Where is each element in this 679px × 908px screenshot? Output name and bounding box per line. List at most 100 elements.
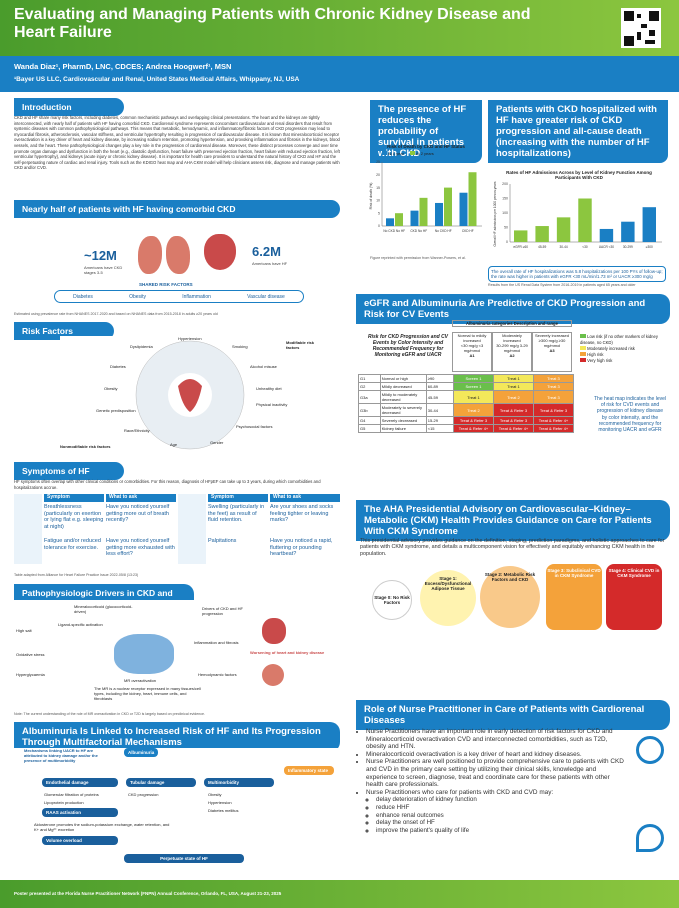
y-axis-label: Overall HF admissions per 1000 person-ye… bbox=[493, 181, 497, 246]
nurse-sub: reduce HHF bbox=[376, 804, 628, 812]
intro-text: CKD and HF share many risk factors, incl… bbox=[14, 115, 340, 171]
nurse-bullet: Mineralocorticoid overactivation is a ke… bbox=[366, 751, 628, 759]
a1-col: Normal to mildly increased<30 mg/g <3 mg… bbox=[452, 332, 492, 372]
y-axis-label: Risk of death (%) bbox=[369, 183, 373, 210]
x-tick-label: 30-44 bbox=[559, 245, 567, 249]
bar bbox=[621, 221, 635, 242]
hosp-chart-panel: Rates of HF Admissions Across by Level o… bbox=[490, 170, 666, 266]
bar bbox=[386, 218, 394, 226]
y-tick-label: 0 bbox=[378, 224, 380, 228]
heatmap-label: Severely decreased bbox=[379, 416, 427, 425]
legend-moderate: Moderately increased risk bbox=[580, 346, 668, 352]
heatmap-label: G3b bbox=[358, 403, 381, 417]
bar bbox=[642, 207, 656, 242]
patho-label: Drivers of CKD and HF progression bbox=[202, 606, 243, 616]
bar bbox=[444, 187, 452, 226]
symptom-cell: Breathlessness (particularly on exertion… bbox=[44, 504, 104, 530]
bar bbox=[578, 198, 592, 242]
hosp-note: Results from the US Renal Data System fr… bbox=[488, 283, 636, 287]
rf-race: Race/Ethnicity bbox=[124, 428, 150, 433]
rf-alcohol: Alcohol misuse bbox=[250, 364, 277, 369]
patho-label: Hyperglycaemia bbox=[16, 672, 45, 677]
albuminuria-pill: Albuminuria bbox=[124, 748, 159, 757]
heatmap-cell: Treat 3 bbox=[533, 390, 574, 404]
presence-chart-title: Risk of Death by CKD and HF Status bbox=[387, 144, 465, 149]
nurse-panel: Nurse Practitioners have an important ro… bbox=[358, 728, 670, 868]
hf-stat-label: Americans have HF bbox=[252, 261, 288, 266]
footer-bar: Poster presented at the Florida Nurse Pr… bbox=[0, 880, 679, 908]
hosp-chart-title: Rates of HF Admissions Across by Level o… bbox=[506, 170, 652, 180]
mech-text: Mechanisms linking UACR to HF are attrib… bbox=[24, 748, 98, 763]
patho-label: Oxidative stress bbox=[16, 652, 45, 657]
b2-item: CKD progression bbox=[128, 792, 159, 797]
symptoms-heading: Symptoms of HF bbox=[14, 462, 124, 480]
heatmap-cell: Treat & Refer 3 bbox=[533, 403, 574, 417]
patho-note: Note: The current understanding of the r… bbox=[14, 712, 206, 716]
symptoms-note: Table adapted from Alliance for Heart Fa… bbox=[14, 573, 139, 577]
heatmap-label: Moderately to severely decreased bbox=[379, 403, 427, 417]
heatmap-label: Mildly decreased bbox=[379, 382, 427, 391]
patho-label: Hemodynamic factors bbox=[198, 672, 237, 677]
egfr-heading: eGFR and Albuminuria Are Predictive of C… bbox=[356, 294, 670, 324]
col-symptom-2: Symptom bbox=[208, 494, 268, 502]
b1-item: Glomerular filtration of proteins bbox=[44, 792, 99, 797]
multimorbidity-pill: Multimorbidity bbox=[204, 778, 274, 787]
patho-label: Inflammation and fibrosis bbox=[194, 640, 239, 645]
nurse-icon bbox=[636, 736, 664, 764]
y-tick-label: 10 bbox=[376, 199, 380, 203]
ask-cell: Are your shoes and socks feeling tighter… bbox=[270, 504, 334, 523]
aldo-text: Aldosterone promotes the sodium-potassiu… bbox=[34, 822, 170, 832]
heatmap-cell: Treat 1 bbox=[493, 382, 534, 391]
lungs-icon bbox=[14, 494, 42, 564]
heatmap-cell: Treat & Refer 4+ bbox=[533, 424, 574, 433]
egfr-panel: Risk for CKD Progression and CV Events b… bbox=[358, 320, 668, 470]
rf-obesity: Obesity bbox=[104, 386, 118, 391]
b3-item: Obesity bbox=[208, 792, 222, 797]
aha-heading: The AHA Presidential Advisory on Cardiov… bbox=[356, 500, 670, 541]
modifiable-label: Modifiable risk factors bbox=[286, 340, 315, 350]
presence-note: Figure reprinted with permission from Wa… bbox=[370, 256, 466, 260]
kidney-icon bbox=[138, 236, 162, 274]
ckd-stat-label: Americans have CKD stages 3-5 bbox=[84, 265, 123, 275]
symptom-cell: Palpitations bbox=[208, 538, 237, 544]
authors: Wanda Diaz¹, PharmD, LNC, CDCES; Andrea … bbox=[14, 62, 232, 71]
author-bar: Wanda Diaz¹, PharmD, LNC, CDCES; Andrea … bbox=[0, 56, 679, 92]
col-ask: What to ask bbox=[106, 494, 176, 502]
heatmap-cell: Treat 1 bbox=[493, 374, 534, 383]
heatmap-cell: Treat 2 bbox=[453, 403, 494, 417]
legend-veryhigh: Very high risk bbox=[580, 358, 668, 364]
x-tick-label: CKD No HF bbox=[410, 229, 427, 233]
b3-item: Hypertension bbox=[208, 800, 232, 805]
intro-heading: Introduction bbox=[14, 98, 124, 116]
bar bbox=[410, 210, 419, 226]
symptoms-table: Symptom What to ask Symptom What to ask … bbox=[14, 494, 340, 570]
bar bbox=[395, 213, 403, 226]
x-tick-label: CKD HF bbox=[462, 229, 474, 233]
stethoscope-icon bbox=[636, 824, 664, 852]
heatmap-legend: Low risk (if no other markers of kidney … bbox=[580, 334, 668, 364]
x-tick-label: UACR <30 bbox=[599, 245, 615, 249]
y-tick-label: 100 bbox=[502, 211, 508, 215]
y-tick-label: 0 bbox=[506, 240, 508, 244]
legend-high: High risk bbox=[580, 352, 668, 358]
heatmap-cell: Treat 1 bbox=[453, 390, 494, 404]
a-cols: Normal to mildly increased<30 mg/g <3 mg… bbox=[452, 332, 572, 372]
rf-gender: Gender bbox=[210, 440, 224, 445]
hf-stat: 6.2M bbox=[252, 244, 281, 259]
rf-hypertension: Hypertension bbox=[178, 336, 202, 341]
risk-wheel bbox=[135, 340, 245, 450]
shared-risk-label: SHARED RISK FACTORS bbox=[139, 282, 193, 287]
rf-diabetes: Diabetes bbox=[110, 364, 126, 369]
heart-icon bbox=[262, 618, 286, 644]
col-ask-2: What to ask bbox=[270, 494, 340, 502]
endothelial-pill: Endothelial damage bbox=[42, 778, 118, 787]
heatmap-cell: Treat 3 bbox=[533, 374, 574, 383]
heatmap-label: Normal or high bbox=[379, 374, 427, 383]
